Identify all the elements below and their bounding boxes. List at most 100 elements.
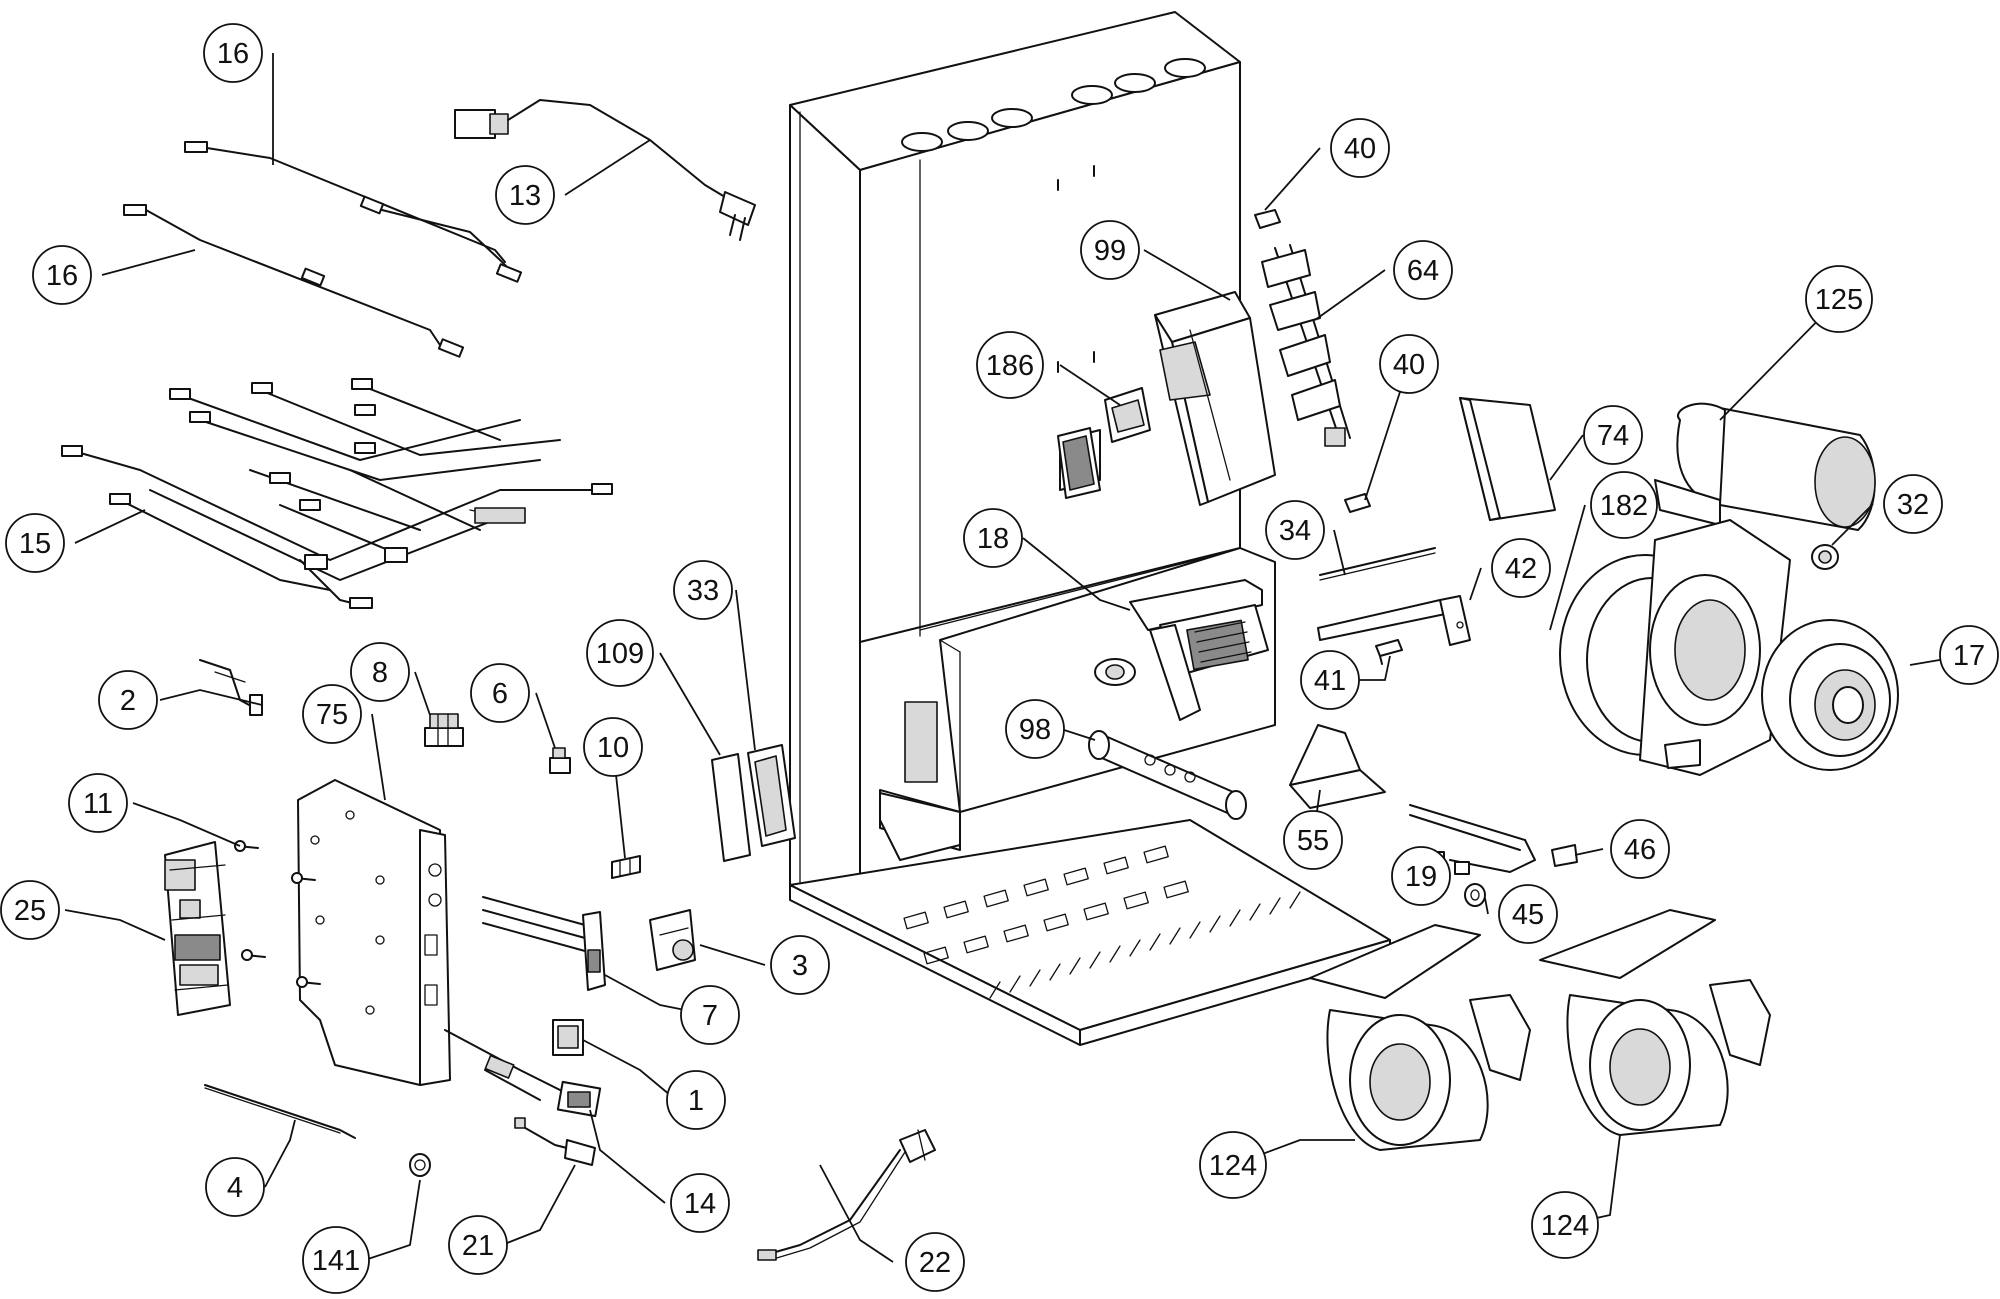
callout-label: 10 <box>597 732 629 764</box>
callout-186: 186 <box>976 331 1044 399</box>
callout-circle <box>1391 846 1451 906</box>
auger-64 <box>1261 244 1351 447</box>
callout-circle <box>1080 220 1140 280</box>
callout-124b: 124 <box>1531 1191 1599 1259</box>
callout-circle <box>1498 884 1558 944</box>
callout-circle <box>1005 699 1065 759</box>
callout-98: 98 <box>1005 699 1065 759</box>
tray-vents <box>903 845 1301 999</box>
callout-circle <box>1805 265 1873 333</box>
callout-34: 34 <box>1265 500 1325 560</box>
callout-label: 16 <box>46 260 78 292</box>
callout-label: 4 <box>227 1172 243 1204</box>
probe-4 <box>204 1084 356 1139</box>
callout-11: 11 <box>68 773 128 833</box>
callout-10: 10 <box>583 717 643 777</box>
cable-16-lower <box>123 204 465 358</box>
callout-label: 99 <box>1094 235 1126 267</box>
callout-circle <box>905 1232 965 1292</box>
callout-32: 32 <box>1883 474 1943 534</box>
callout-16b: 16 <box>32 245 92 305</box>
callout-label: 19 <box>1405 861 1437 893</box>
callout-label: 33 <box>687 575 719 607</box>
callout-17: 17 <box>1939 625 1999 685</box>
callout-circle <box>670 1173 730 1233</box>
relay-3 <box>649 909 696 971</box>
callout-15: 15 <box>5 513 65 573</box>
callout-circle <box>203 23 263 83</box>
callout-46: 46 <box>1610 819 1670 879</box>
callout-label: 14 <box>684 1188 716 1220</box>
sensor-2 <box>199 659 263 716</box>
screws-11 <box>234 840 321 988</box>
callout-label: 186 <box>986 350 1034 382</box>
callout-label: 18 <box>977 523 1009 555</box>
callout-75: 75 <box>302 684 362 744</box>
leader-lines <box>64 53 1970 1263</box>
clip-41 <box>1375 639 1403 665</box>
callout-circle <box>1610 819 1670 879</box>
motor-18 <box>1094 579 1269 721</box>
callout-label: 125 <box>1815 284 1863 316</box>
callout-circle <box>495 165 555 225</box>
callout-label: 11 <box>83 788 113 820</box>
bracket-40-upper <box>1254 209 1281 229</box>
callout-circle <box>1283 810 1343 870</box>
callout-label: 1 <box>688 1085 704 1117</box>
harness-14 <box>444 1029 602 1118</box>
callout-label: 64 <box>1407 255 1439 287</box>
callout-circle <box>680 985 740 1045</box>
main-cabinet <box>789 11 1391 1046</box>
nut-45 <box>1464 883 1486 907</box>
callout-label: 141 <box>312 1245 360 1277</box>
rod-34 <box>1319 547 1436 581</box>
callout-circle <box>1379 334 1439 394</box>
callout-circle <box>583 717 643 777</box>
callout-19: 19 <box>1391 846 1451 906</box>
callout-55: 55 <box>1283 810 1343 870</box>
callout-label: 41 <box>1314 665 1346 697</box>
callout-label: 25 <box>14 895 46 927</box>
grommet-141 <box>409 1153 431 1177</box>
terminal-block-8 <box>424 713 464 747</box>
callout-circle <box>5 513 65 573</box>
callout-circle <box>1265 500 1325 560</box>
callout-16a: 16 <box>203 23 263 83</box>
fan-17 <box>1761 619 1899 771</box>
callout-25: 25 <box>0 880 60 940</box>
callout-circle <box>1531 1191 1599 1259</box>
callout-circle <box>32 245 92 305</box>
wire-harness-15 <box>61 378 613 609</box>
callout-circle <box>1491 538 1551 598</box>
callout-label: 42 <box>1505 553 1537 585</box>
blower-124-left <box>1309 924 1531 1151</box>
callout-109: 109 <box>586 619 654 687</box>
callout-3: 3 <box>770 935 830 995</box>
callout-label: 55 <box>1297 825 1329 857</box>
callout-22: 22 <box>905 1232 965 1292</box>
power-cord-13 <box>454 99 756 241</box>
callout-label: 6 <box>492 678 508 710</box>
callout-label: 13 <box>509 180 541 212</box>
callout-14: 14 <box>670 1173 730 1233</box>
clip-46 <box>1551 844 1578 867</box>
cover-74 <box>1459 397 1556 521</box>
callout-6: 6 <box>470 663 530 723</box>
callout-label: 109 <box>596 638 644 670</box>
callout-124a: 124 <box>1199 1131 1267 1199</box>
callout-7: 7 <box>680 985 740 1045</box>
tube-98 <box>1088 730 1247 820</box>
callout-label: 74 <box>1597 420 1629 452</box>
callout-33: 33 <box>673 560 733 620</box>
callout-label: 17 <box>1953 640 1985 672</box>
callout-label: 46 <box>1624 834 1656 866</box>
callout-label: 8 <box>372 657 388 689</box>
callout-74: 74 <box>1583 405 1643 465</box>
callout-label: 40 <box>1344 133 1376 165</box>
callout-circle <box>98 670 158 730</box>
callout-64: 64 <box>1393 240 1453 300</box>
callout-99: 99 <box>1080 220 1140 280</box>
clip-10 <box>611 855 641 879</box>
duct-125 <box>1654 402 1876 531</box>
callout-label: 32 <box>1897 489 1929 521</box>
